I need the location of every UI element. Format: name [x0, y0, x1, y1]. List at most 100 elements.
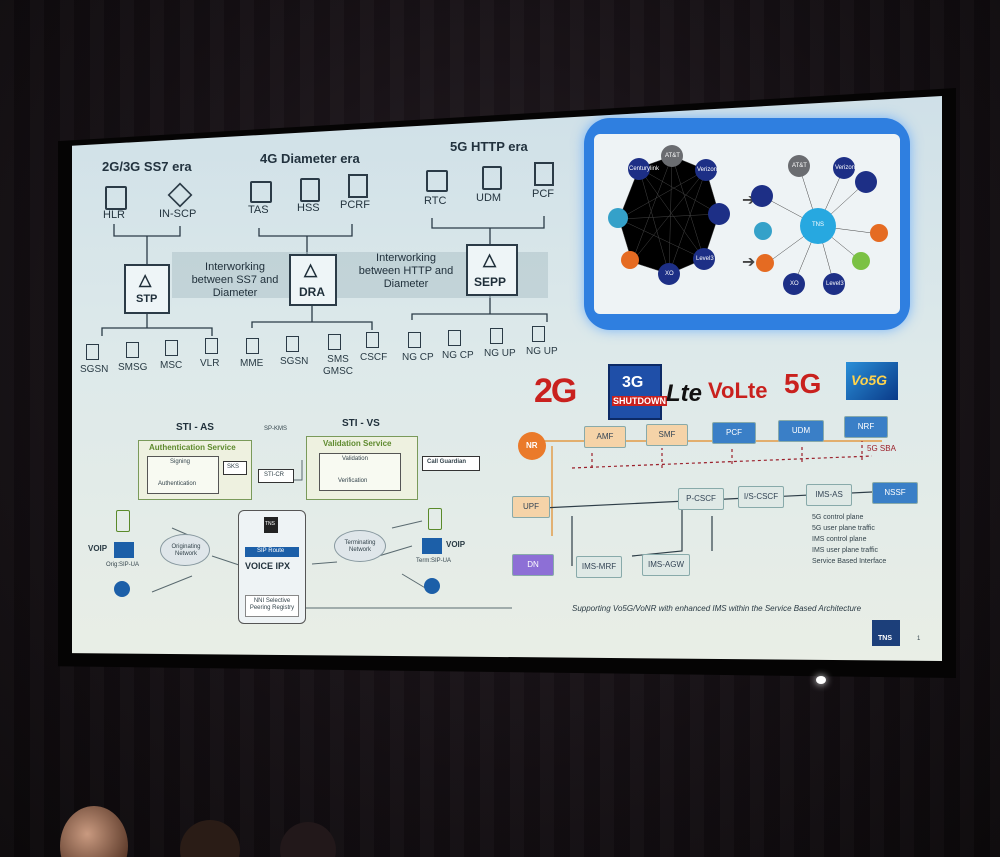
- validation-service-title: Validation Service: [323, 439, 392, 448]
- call-guardian-box: Call Guardian: [422, 456, 480, 471]
- nr-node: NR: [518, 432, 546, 460]
- call-guardian-label: Call Guardian: [427, 459, 467, 465]
- node-sgsn-ss7: SGSN: [80, 364, 109, 375]
- triangle-icon: △: [139, 272, 152, 289]
- logo-vo5g: Vo5G: [846, 362, 898, 400]
- nrf-label: NRF: [857, 422, 875, 431]
- mesh-diagram: [618, 155, 881, 285]
- legend-item: IMS control plane: [812, 536, 867, 543]
- nssf-node: NSSF: [872, 482, 918, 504]
- voip-left-label: VOIP: [88, 544, 108, 553]
- carrier-node: [754, 222, 772, 240]
- network-connector-lines: [101, 216, 893, 609]
- stage-light: [816, 676, 826, 684]
- amf-label: AMF: [596, 432, 614, 441]
- node-vlr: VLR: [200, 358, 220, 369]
- node-rtc: RTC: [424, 195, 447, 207]
- server-icon: [482, 166, 502, 190]
- interconnect-inset: Centurylink AT&T Verizon Level3 XO ➔ ➔ T…: [594, 134, 900, 314]
- registry-box: NNI Selective Peering Registry: [245, 595, 299, 617]
- legend-item: IMS user plane traffic: [812, 547, 879, 554]
- node-ng-up-1: NG UP: [484, 348, 516, 359]
- nssf-label: NSSF: [884, 488, 906, 497]
- sti-cr-box: STI-CR: [258, 469, 294, 483]
- legend-item: 5G user plane traffic: [812, 525, 875, 532]
- telephone-icon: [424, 578, 440, 594]
- document-icon: [490, 328, 503, 344]
- document-icon: [165, 340, 178, 356]
- auth-service-box: Authentication Service Signing Authentic…: [138, 440, 252, 500]
- imsagw-label: IMS-AGW: [648, 560, 684, 569]
- sba-bus-label: 5G SBA: [867, 444, 896, 453]
- triangle-icon: △: [304, 260, 318, 279]
- document-icon: [448, 330, 461, 346]
- node-msc: MSC: [160, 360, 183, 371]
- carrier-node: [708, 203, 730, 225]
- hub-sepp: △ SEPP: [466, 244, 518, 296]
- folder-icon: [426, 170, 448, 192]
- document-icon: [205, 338, 218, 354]
- carrier-node: XO: [658, 263, 680, 285]
- smf-node: SMF: [646, 424, 688, 446]
- voip-phone-icon: [422, 538, 442, 554]
- imsmrf-node: IMS-MRF: [576, 556, 622, 578]
- voice-ipx-box: TNS SIP Route VOICE IPX NNI Selective Pe…: [238, 510, 306, 624]
- tns-logo-text: TNS: [878, 635, 892, 642]
- iscscf-label: I/S-CSCF: [743, 492, 779, 501]
- term-network-label: Terminating Network: [344, 540, 376, 553]
- interworking-ss7-diameter: Interworking between SS7 and Diameter: [191, 261, 279, 299]
- node-pcrf: PCRF: [340, 199, 370, 211]
- carrier-node: Verizon: [833, 157, 855, 179]
- imsmrf-label: IMS-MRF: [581, 562, 617, 571]
- phone-mobile-icon: [428, 508, 442, 530]
- sip-route-bar: SIP Route: [245, 547, 299, 557]
- hub-sepp-label: SEPP: [474, 275, 507, 289]
- sti-as-title: STI - AS: [176, 422, 214, 433]
- node-sgsn-diameter: SGSN: [280, 356, 309, 367]
- logo-lte: Lte: [666, 380, 702, 407]
- node-ng-cp-2: NG CP: [442, 350, 474, 361]
- server-icon: [105, 186, 127, 210]
- hub-dra: △ DRA: [289, 254, 337, 306]
- carrier-node: [756, 254, 774, 272]
- legend-item: 5G control plane: [812, 514, 864, 521]
- nrf-node: NRF: [844, 416, 888, 438]
- sti-cr-label: STI-CR: [264, 472, 284, 478]
- imsas-node: IMS-AS: [806, 484, 852, 506]
- cloud-icon: Terminating Network: [334, 530, 386, 562]
- registry-label: NNI Selective Peering Registry: [249, 598, 295, 611]
- carrier-node: [621, 251, 639, 269]
- tns-hub-node: TNS: [800, 208, 836, 244]
- imsagw-node: IMS-AGW: [642, 554, 690, 576]
- carrier-node: Verizon: [695, 159, 717, 181]
- node-hlr: HLR: [103, 209, 126, 221]
- sip-route-label: SIP Route: [257, 548, 285, 554]
- cloud-icon: Originating Network: [160, 534, 210, 566]
- upf-node: UPF: [512, 496, 550, 518]
- node-tas: TAS: [248, 204, 269, 216]
- signing-box: Signing Authentication: [147, 456, 219, 494]
- upf-label: UPF: [523, 502, 539, 511]
- document-icon: [366, 332, 379, 348]
- era-http-title: 5G HTTP era: [450, 139, 528, 154]
- udm-node: UDM: [778, 420, 824, 442]
- sti-vs-title: STI - VS: [342, 418, 380, 429]
- node-ng-up-2: NG UP: [526, 346, 558, 357]
- projected-slide: 2G/3G SS7 era 4G Diameter era 5G HTTP er…: [72, 96, 942, 661]
- checklist-icon: [534, 162, 554, 186]
- node-pcf-http: PCF: [532, 188, 554, 200]
- logo-volte: VoLte: [708, 378, 768, 403]
- sks-label: SKS: [227, 464, 240, 470]
- carrier-node: [608, 208, 628, 228]
- era-diameter-title: 4G Diameter era: [260, 151, 360, 166]
- logo-2g: 2G: [534, 372, 577, 410]
- pcf-node: PCF: [712, 422, 756, 444]
- logo-3g-shutdown: 3G SHUTDOWN: [608, 364, 667, 420]
- node-cscf: CSCF: [360, 352, 388, 363]
- amf-node: AMF: [584, 426, 626, 448]
- carrier-node: [870, 224, 888, 242]
- node-ng-cp-1: NG CP: [402, 352, 434, 363]
- carrier-node: AT&T: [788, 155, 810, 177]
- carrier-node: Centurylink: [628, 158, 659, 180]
